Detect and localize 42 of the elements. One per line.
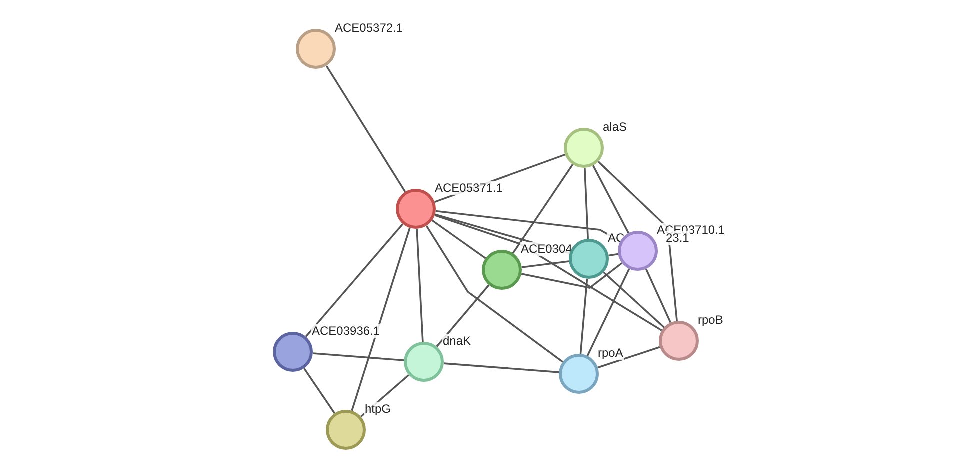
interaction-line <box>432 220 486 260</box>
interaction-line <box>512 164 574 254</box>
protein-label: rpoA <box>597 346 624 360</box>
interaction-line <box>312 352 404 362</box>
protein-label: dnaK <box>442 334 472 348</box>
protein-node <box>482 250 522 290</box>
protein-label: alaS <box>602 120 628 134</box>
interaction-line <box>521 262 623 289</box>
protein-label: ACE03936.1 <box>311 324 382 338</box>
interaction-line <box>444 362 560 374</box>
interaction-line <box>426 225 564 363</box>
interaction-line <box>522 260 570 268</box>
interaction-line <box>586 268 630 356</box>
protein-node <box>404 342 444 382</box>
interaction-line <box>603 272 665 328</box>
protein-label: ACE05372.1 <box>334 21 404 35</box>
interaction-line <box>305 224 404 338</box>
interaction-line <box>598 346 660 369</box>
protein-node <box>273 332 313 372</box>
interaction-line <box>584 168 589 240</box>
protein-node <box>659 321 699 361</box>
protein-node <box>296 29 336 69</box>
protein-node <box>559 354 599 394</box>
interaction-line <box>608 253 618 257</box>
protein-node <box>326 410 366 450</box>
interaction-line <box>434 214 662 332</box>
interaction-line <box>436 284 490 348</box>
protein-label: rpoB <box>697 313 724 327</box>
protein-label: ACE0304 <box>520 242 574 256</box>
protein-node <box>396 189 436 229</box>
interaction-line <box>598 161 678 322</box>
interaction-line <box>304 368 336 414</box>
protein-node <box>564 128 604 168</box>
interaction-line <box>592 165 630 234</box>
interaction-line <box>326 65 406 193</box>
protein-label: ACE05371.1 <box>434 181 504 195</box>
interaction-line <box>580 278 588 354</box>
protein-label: htpG <box>364 402 392 416</box>
interaction-line <box>416 228 424 342</box>
interaction-line <box>645 268 672 324</box>
protein-label: 23.1 <box>665 231 690 245</box>
interaction-line <box>351 228 411 412</box>
